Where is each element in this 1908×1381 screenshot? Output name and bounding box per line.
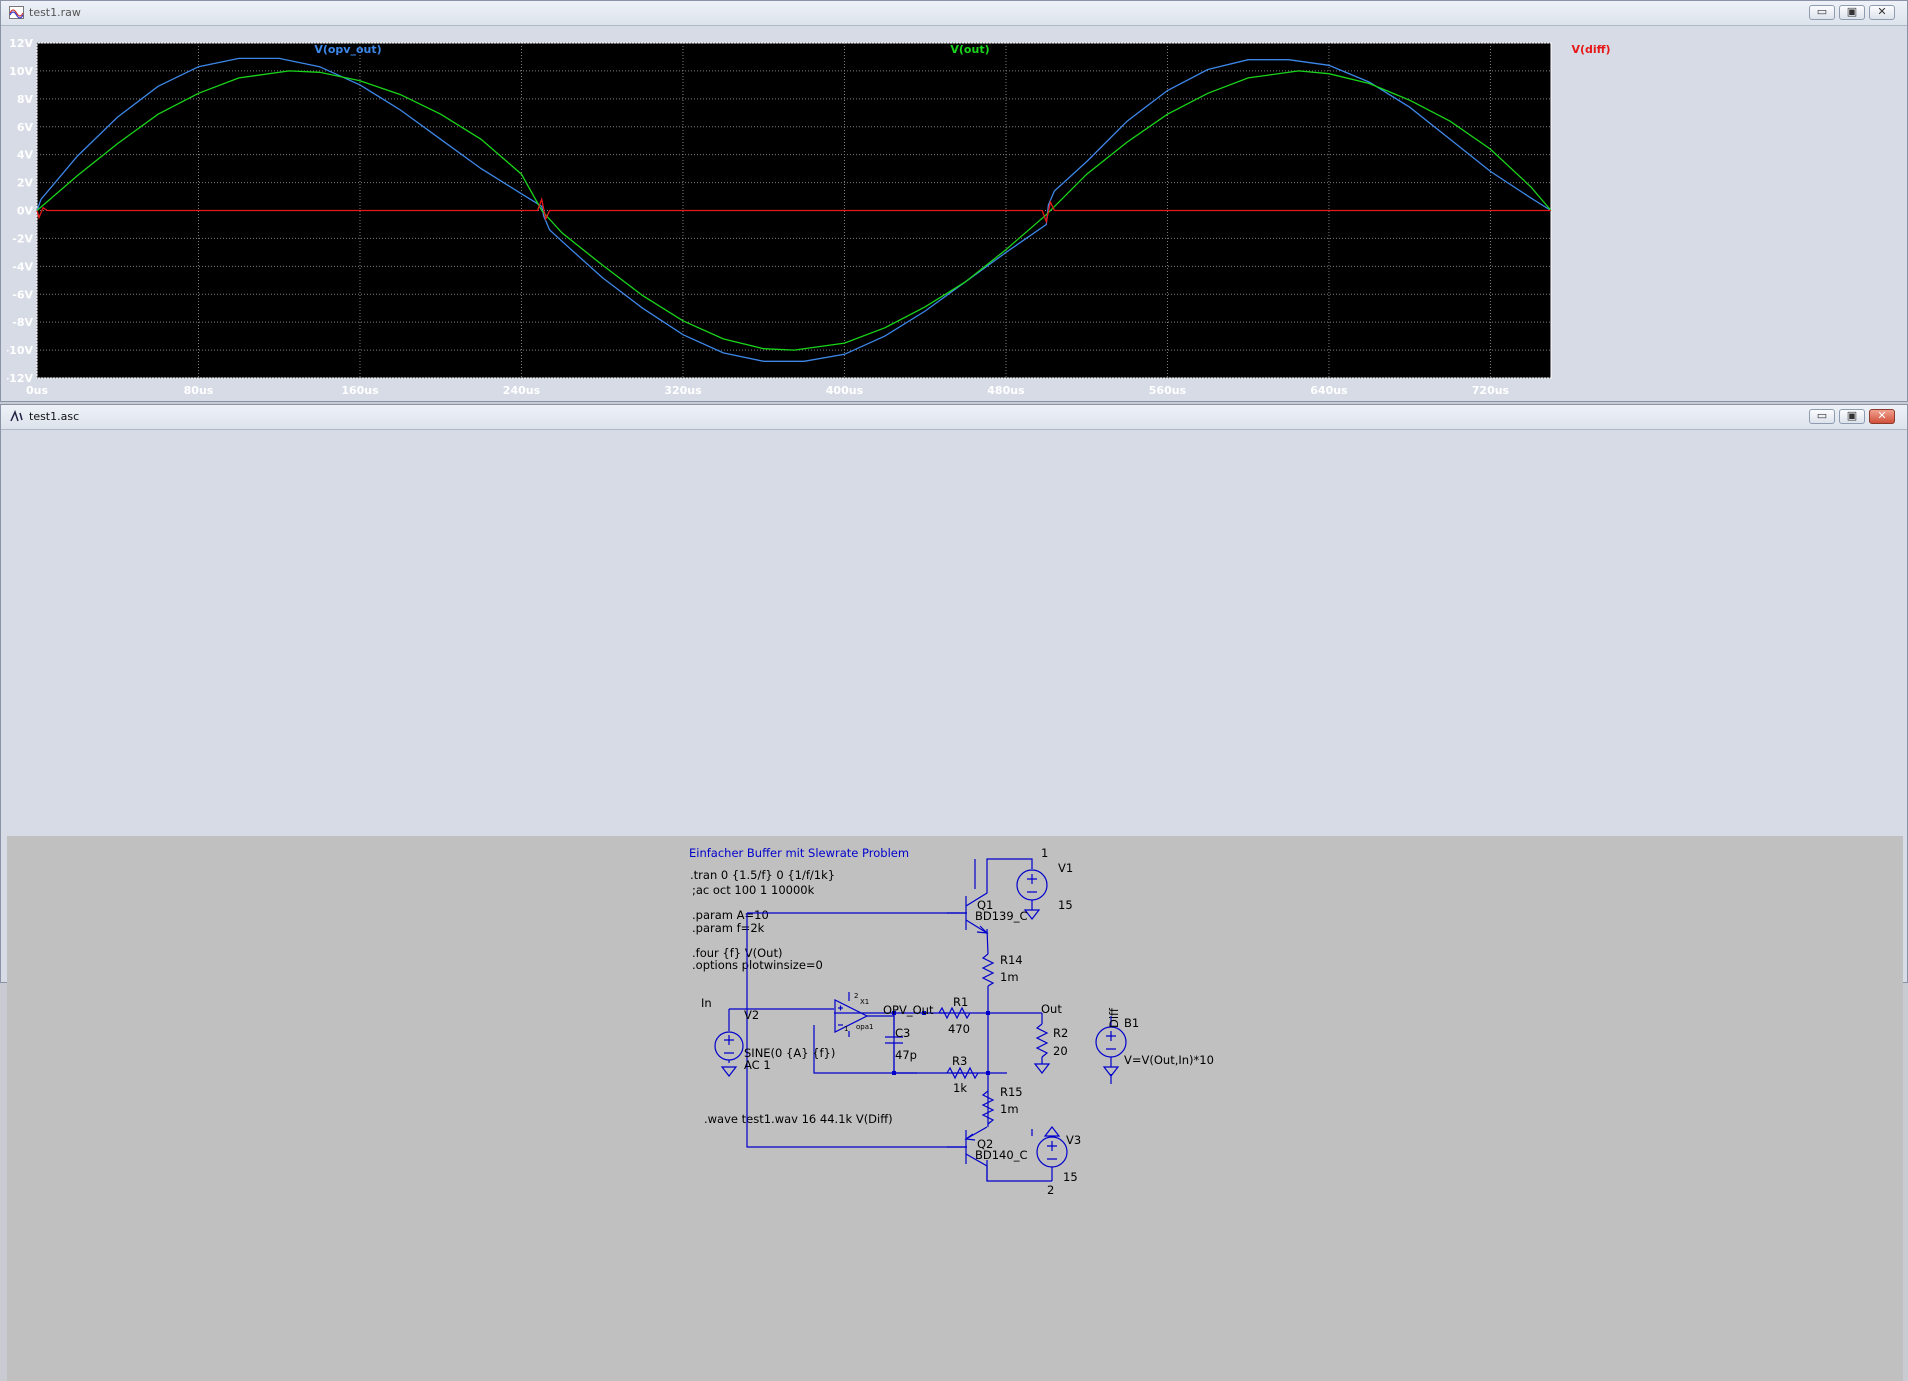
b1-name: B1 xyxy=(1124,1016,1139,1030)
v2-name: V2 xyxy=(744,1008,759,1022)
y-tick-label: -2V xyxy=(12,232,33,245)
q1-model: BD139_C xyxy=(975,909,1027,923)
y-tick-label: 12V xyxy=(9,37,33,50)
close-button[interactable]: ✕ xyxy=(1869,409,1895,424)
y-tick-label: 8V xyxy=(17,93,34,106)
plot-window-title: test1.raw xyxy=(29,6,81,19)
r15-name: R15 xyxy=(1000,1085,1023,1099)
legend-label[interactable]: V(diff) xyxy=(1571,43,1610,56)
four-directive: .four {f} V(Out) xyxy=(692,946,782,960)
minimize-button[interactable]: ▭ xyxy=(1809,409,1835,424)
schematic-background xyxy=(7,836,1903,1381)
x-tick-label: 480us xyxy=(987,384,1025,397)
c3-value: 47p xyxy=(895,1048,917,1062)
net-in-label: In xyxy=(701,996,712,1010)
plot-window: test1.raw ▭ ▣ ✕ 0us 80us 160us 240us 320us 40… xyxy=(0,0,1908,402)
x-tick-label: 560us xyxy=(1149,384,1187,397)
x-tick-label: 720us xyxy=(1472,384,1510,397)
c3-name: C3 xyxy=(895,1026,910,1040)
voltage-source-v1[interactable] xyxy=(1016,869,1048,920)
v3-value: 15 xyxy=(1063,1170,1078,1184)
legend-label[interactable]: V(opv_out) xyxy=(314,43,381,56)
ac-comment: ;ac oct 100 1 10000k xyxy=(692,883,815,897)
r3-name: R3 xyxy=(952,1054,967,1068)
y-tick-label: -12V xyxy=(7,372,33,385)
series-line-v-diff-[interactable] xyxy=(36,196,1551,225)
y-tick-label: 0V xyxy=(17,205,34,218)
series-line-v-opv-out-[interactable] xyxy=(36,57,1552,362)
close-button[interactable]: ✕ xyxy=(1869,5,1895,20)
series-line-v-out-[interactable] xyxy=(36,70,1552,351)
y-tick-label: 10V xyxy=(9,65,33,78)
transistor-q1[interactable] xyxy=(947,858,995,934)
net-diff-label: Diff xyxy=(1107,1007,1121,1028)
wave-directive: .wave test1.wav 16 44.1k V(Diff) xyxy=(704,1112,893,1126)
tran-directive: .tran 0 {1.5/f} 0 {1/f/1k} xyxy=(690,868,835,882)
maximize-button[interactable]: ▣ xyxy=(1839,5,1865,20)
y-tick-label: 6V xyxy=(17,121,34,134)
schematic-canvas[interactable]: Einfacher Buffer mit Slewrate Problem .t… xyxy=(7,836,1903,1381)
r1-name: R1 xyxy=(953,995,968,1009)
param-f-directive: .param f=2k xyxy=(692,921,765,935)
y-tick-label: 2V xyxy=(17,177,34,190)
x-tick-label: 160us xyxy=(341,384,379,397)
schematic-window-titlebar[interactable]: test1.asc ▭ ▣ ✕ xyxy=(1,405,1907,430)
q2-model: BD140_C xyxy=(975,1148,1027,1162)
net-opv-out-label: OPV_Out xyxy=(883,1003,934,1017)
r1-value: 470 xyxy=(948,1022,970,1036)
y-tick-label: 4V xyxy=(17,149,34,162)
b1-value: V=V(Out,In)*10 xyxy=(1124,1053,1214,1067)
opamp-pin2-label: 2 xyxy=(854,992,858,1000)
param-a-directive: .param A=10 xyxy=(692,908,769,922)
x-tick-label: 640us xyxy=(1310,384,1348,397)
v1-name: V1 xyxy=(1058,861,1073,875)
options-directive: .options plotwinsize=0 xyxy=(692,958,823,972)
v2-value-ac: AC 1 xyxy=(744,1058,771,1072)
net-out-label: Out xyxy=(1041,1002,1062,1016)
minimize-button[interactable]: ▭ xyxy=(1809,5,1835,20)
y-tick-label: -6V xyxy=(12,288,33,301)
y-tick-label: -4V xyxy=(12,260,33,273)
x-tick-label: 0us xyxy=(26,384,48,397)
y-tick-label: -8V xyxy=(12,316,33,329)
opamp-pin1-label: 1 xyxy=(844,1025,848,1033)
waveform-icon xyxy=(9,6,24,19)
plot-window-titlebar[interactable]: test1.raw ▭ ▣ ✕ xyxy=(1,1,1907,26)
legend-label[interactable]: V(out) xyxy=(950,43,989,56)
schematic-icon xyxy=(10,410,23,422)
opamp-ref-label: X1 xyxy=(860,998,869,1006)
title-comment: Einfacher Buffer mit Slewrate Problem xyxy=(689,846,909,860)
v1-node-label: 1 xyxy=(1041,846,1048,860)
x-tick-label: 80us xyxy=(184,384,214,397)
r2-name: R2 xyxy=(1053,1026,1068,1040)
r15-value: 1m xyxy=(1000,1102,1019,1116)
r14-value: 1m xyxy=(1000,970,1019,984)
opamp-model-label: opa1 xyxy=(856,1023,873,1031)
q1-name: Q1 xyxy=(977,898,993,912)
resistor-r14[interactable] xyxy=(981,953,995,987)
v3-name: V3 xyxy=(1066,1133,1081,1147)
r2-value: 20 xyxy=(1053,1044,1068,1058)
schematic-window: test1.asc ▭ ▣ ✕ Einfacher Buffer mit Sle… xyxy=(0,404,1908,1381)
r3-value: 1k xyxy=(953,1081,967,1095)
y-tick-label: -10V xyxy=(7,344,33,357)
x-tick-label: 400us xyxy=(826,384,864,397)
x-tick-label: 240us xyxy=(503,384,541,397)
maximize-button[interactable]: ▣ xyxy=(1839,409,1865,424)
v1-value: 15 xyxy=(1058,898,1073,912)
v3-node-label: 2 xyxy=(1047,1183,1054,1197)
r14-name: R14 xyxy=(1000,953,1023,967)
schematic-window-title: test1.asc xyxy=(29,410,80,423)
waveform-plot[interactable]: 0us 80us 160us 240us 320us 400us 480us 560us 640… xyxy=(7,30,1903,398)
x-tick-label: 320us xyxy=(664,384,702,397)
